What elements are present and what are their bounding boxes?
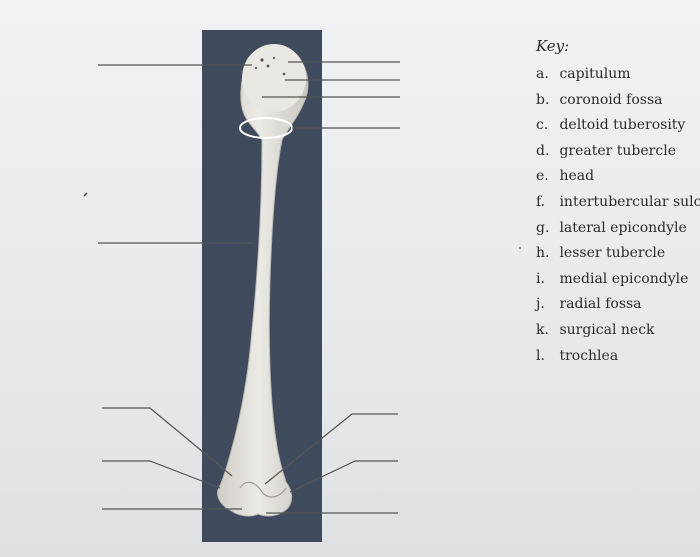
key-item-label: head bbox=[559, 168, 595, 185]
key-item-label: deltoid tuberosity bbox=[559, 117, 686, 134]
key-item: e. head bbox=[536, 164, 700, 190]
answer-key: Key: a. capitulum b. coronoid fossa c. d… bbox=[536, 36, 700, 369]
key-item-letter: f. bbox=[536, 193, 546, 210]
key-item-letter: k. bbox=[536, 321, 549, 338]
key-item: h. lesser tubercle bbox=[536, 241, 700, 267]
key-item-letter: g. bbox=[536, 219, 550, 236]
key-item-letter: e. bbox=[536, 168, 549, 185]
key-item-letter: l. bbox=[536, 347, 545, 364]
key-item-label: radial fossa bbox=[559, 296, 642, 313]
bone-pore bbox=[260, 58, 264, 62]
key-item-label: lesser tubercle bbox=[559, 245, 666, 262]
key-item: j. radial fossa bbox=[536, 292, 700, 318]
margin-mark bbox=[83, 192, 88, 197]
bone-pore bbox=[272, 56, 276, 60]
key-item: k. surgical neck bbox=[536, 318, 700, 344]
key-item: c. deltoid tuberosity bbox=[536, 113, 700, 139]
key-item-letter: j. bbox=[536, 296, 545, 313]
key-title: Key: bbox=[536, 37, 570, 55]
key-item: i. medial epicondyle bbox=[536, 267, 700, 293]
key-item-label: intertubercular sulcus bbox=[559, 193, 700, 210]
bone-pore bbox=[254, 66, 258, 70]
key-item: f. intertubercular sulcus bbox=[536, 190, 700, 216]
leader-line bbox=[264, 413, 398, 485]
left-leader-lines bbox=[98, 64, 252, 510]
key-item-label: greater tubercle bbox=[559, 142, 676, 159]
key-item: l. trochlea bbox=[536, 344, 700, 370]
bone-outline bbox=[217, 46, 309, 517]
margin-dot bbox=[519, 247, 521, 249]
key-item-label: lateral epicondyle bbox=[559, 219, 687, 236]
distal-condyle-contour bbox=[239, 481, 287, 498]
key-item-label: trochlea bbox=[559, 347, 619, 364]
bone-pore bbox=[282, 72, 286, 76]
key-item-letter: d. bbox=[536, 142, 550, 159]
key-item: b. coronoid fossa bbox=[536, 88, 700, 114]
key-item-label: medial epicondyle bbox=[559, 270, 689, 287]
right-leader-lines bbox=[262, 61, 400, 514]
key-item: a. capitulum bbox=[536, 62, 700, 88]
key-item-label: coronoid fossa bbox=[559, 91, 663, 108]
leader-line bbox=[289, 460, 398, 493]
key-item-letter: a. bbox=[536, 66, 549, 82]
key-item-letter: i. bbox=[536, 270, 545, 287]
humeral-head-shape bbox=[242, 44, 306, 112]
leader-line bbox=[102, 407, 233, 477]
key-item: g. lateral epicondyle bbox=[536, 216, 700, 242]
bone-pore bbox=[266, 64, 270, 68]
key-item-label: capitulum bbox=[559, 66, 631, 82]
key-item-label: surgical neck bbox=[559, 321, 655, 338]
key-item-letter: b. bbox=[536, 91, 550, 108]
key-item: d. greater tubercle bbox=[536, 139, 700, 165]
leader-line bbox=[102, 460, 221, 489]
key-item-letter: h. bbox=[536, 245, 550, 262]
humerus-bone bbox=[217, 44, 309, 517]
key-item-letter: c. bbox=[536, 117, 549, 134]
